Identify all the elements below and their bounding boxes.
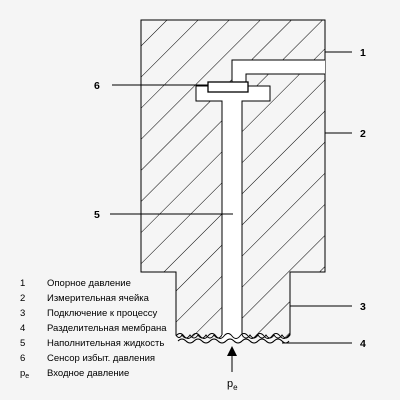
callout-6: 6 bbox=[94, 80, 100, 92]
callout-3: 3 bbox=[360, 301, 366, 313]
legend-item: 6 Сенсор избыт. давления bbox=[20, 351, 280, 366]
legend-key: 2 bbox=[20, 293, 26, 304]
legend-text: Измерительная ячейка bbox=[47, 293, 149, 304]
legend-key: 3 bbox=[20, 308, 26, 319]
overpressure-sensor bbox=[207, 81, 249, 93]
input-pressure-symbol: pe bbox=[227, 378, 238, 392]
callout-2: 2 bbox=[360, 128, 366, 140]
legend-item: 4 Разделительная мембрана bbox=[20, 321, 280, 336]
legend-key: 4 bbox=[20, 323, 26, 334]
separating-membrane bbox=[175, 333, 291, 339]
legend-key-subscript: e bbox=[25, 373, 30, 380]
arrow-head-icon bbox=[227, 346, 237, 356]
legend-text: Сенсор избыт. давления bbox=[47, 353, 156, 364]
legend-key: 1 bbox=[20, 278, 26, 289]
callout-5: 5 bbox=[94, 209, 100, 221]
legend-item: 1 Опорное давление bbox=[20, 276, 280, 291]
legend-text: Подключение к процессу bbox=[47, 308, 158, 319]
legend-key: pe bbox=[20, 366, 47, 381]
legend-text: Наполнительная жидкость bbox=[47, 338, 165, 349]
legend: 1 Опорное давление 2 Измерительная ячейк… bbox=[20, 276, 280, 381]
legend-item: 3 Подключение к процессу bbox=[20, 306, 280, 321]
legend-text: Разделительная мембрана bbox=[47, 323, 167, 334]
legend-item: 2 Измерительная ячейка bbox=[20, 291, 280, 306]
legend-key: 6 bbox=[20, 353, 26, 364]
fill-liquid-channel bbox=[222, 101, 242, 341]
legend-key: 5 bbox=[20, 338, 26, 349]
legend-text: Опорное давление bbox=[47, 278, 131, 289]
callout-4: 4 bbox=[360, 338, 366, 350]
reference-pressure-channel bbox=[232, 60, 325, 74]
legend-key-base: p bbox=[20, 368, 26, 379]
legend-text: Входное давление bbox=[47, 368, 130, 379]
legend-item: pe Входное давление bbox=[20, 366, 280, 381]
callout-1: 1 bbox=[360, 47, 366, 59]
legend-item: 5 Наполнительная жидкость bbox=[20, 336, 280, 351]
